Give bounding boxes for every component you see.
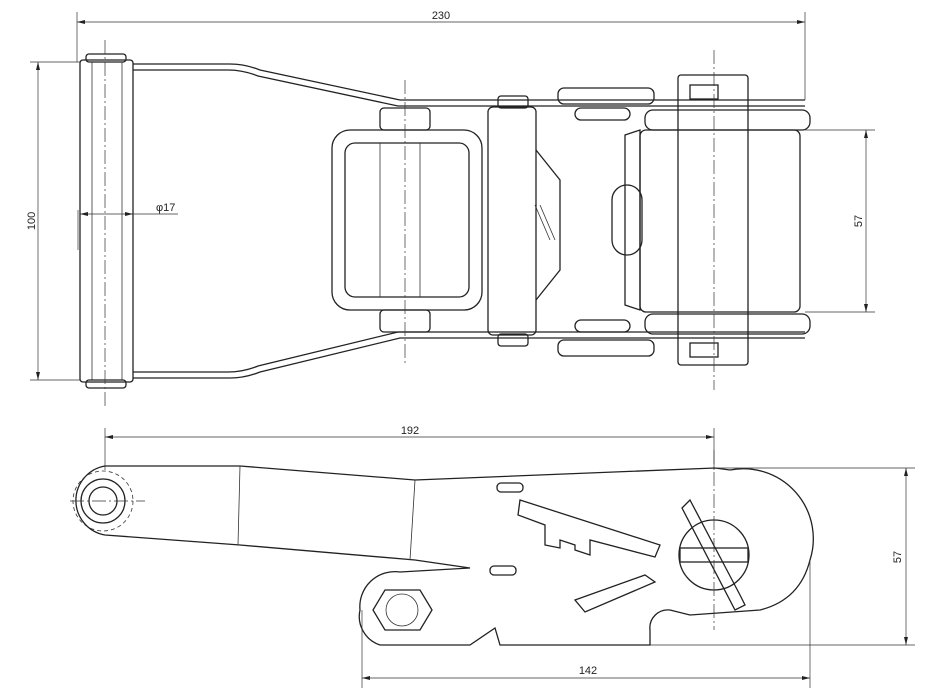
dim-57-side: [650, 467, 915, 646]
handle-side: [75, 465, 814, 646]
spindle-right: [639, 129, 801, 313]
top-view: [30, 12, 875, 408]
pin-spindle: [79, 59, 134, 383]
label-pin-diameter: φ17: [156, 202, 175, 214]
release-lever: [487, 106, 537, 336]
dim-57-top: [805, 129, 875, 313]
hex-nut: [372, 589, 433, 631]
dim-142: [361, 560, 811, 688]
dim-100: [30, 61, 80, 381]
dim-230: [76, 12, 806, 100]
handle-frame: [331, 129, 483, 311]
label-handle-length: 192: [401, 425, 419, 437]
side-view: [70, 428, 915, 688]
label-overall-width: 100: [26, 212, 38, 230]
label-webbing-width: 57: [853, 215, 865, 227]
label-side-height: 57: [892, 551, 904, 563]
label-base-length: 142: [579, 665, 597, 677]
label-overall-length: 230: [432, 10, 450, 22]
